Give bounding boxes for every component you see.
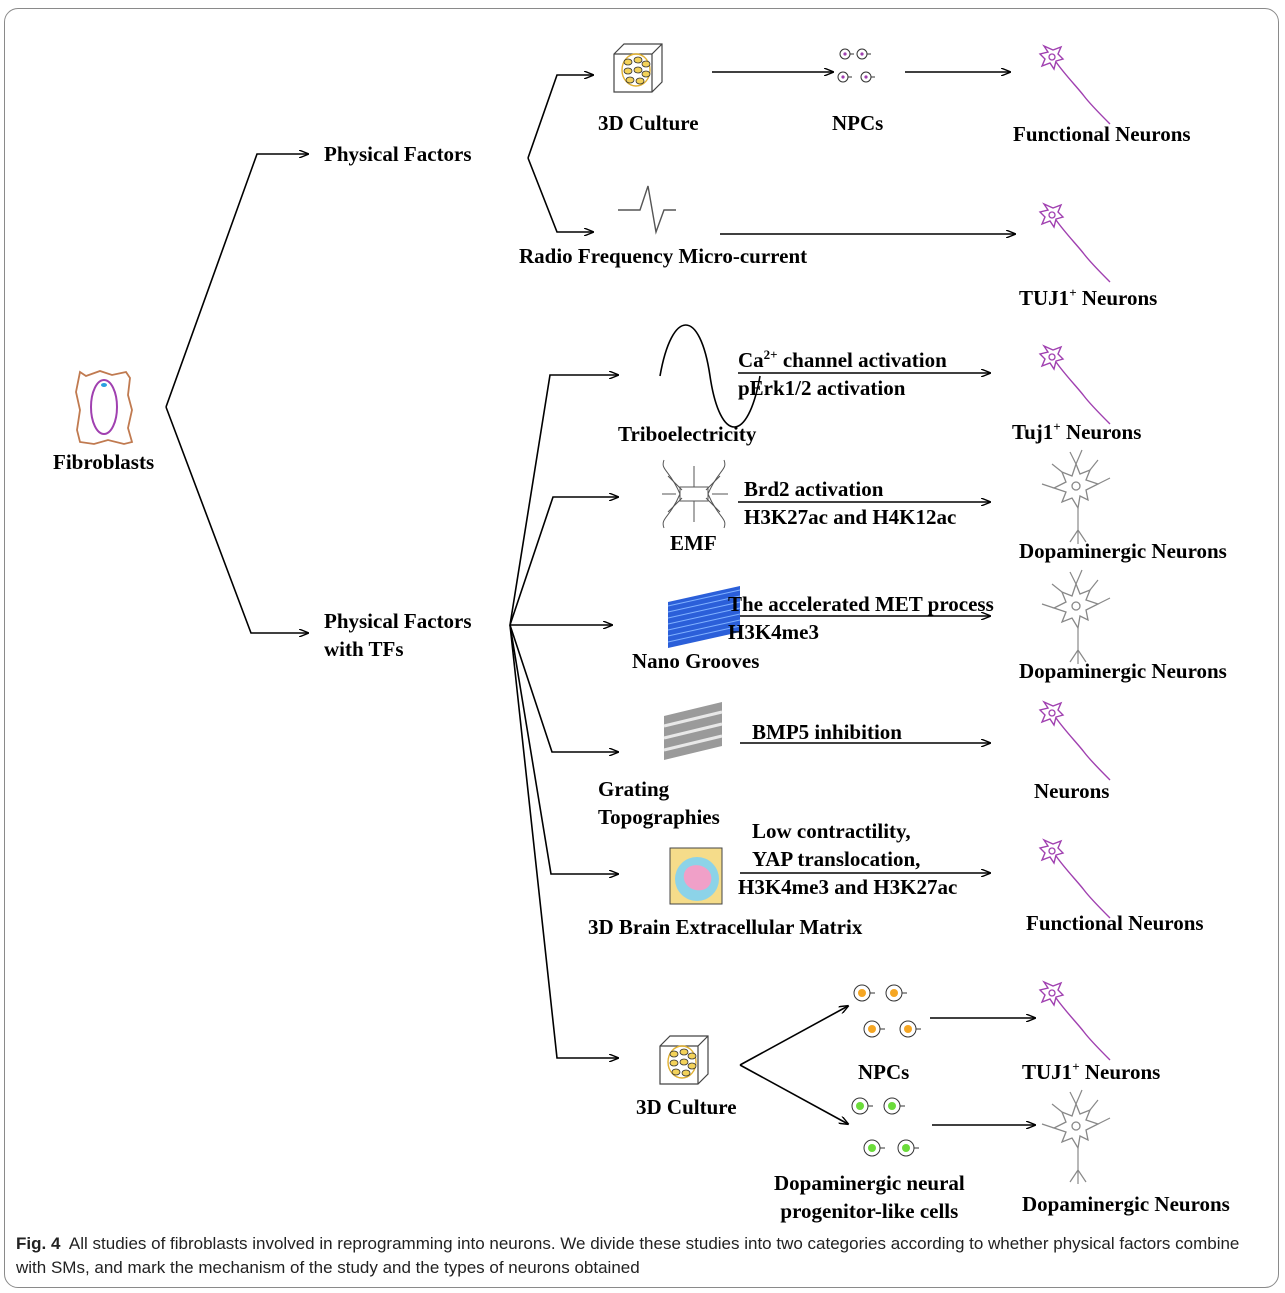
grating-topographies-label: Grating Topographies [598, 777, 720, 829]
mechanism-emf-label: Brd2 activation H3K27ac and H4K12ac [744, 477, 957, 529]
dopaminergic-neuron-nano-icon [1041, 569, 1111, 665]
neuron-grating-icon [1039, 701, 1111, 781]
dopaminergic-neuron-bottom-icon [1041, 1089, 1111, 1185]
tuj1-neuron-icon [1039, 203, 1111, 283]
functional-neuron-icon [1039, 45, 1111, 125]
branch-3d-bottom [509, 624, 618, 1058]
triboelectricity-label: Triboelectricity [618, 422, 757, 446]
mechanism-grating-label: BMP5 inhibition [752, 720, 902, 744]
branch-emf [509, 497, 618, 626]
functional-neurons-ecm-label: Functional Neurons [1026, 911, 1204, 935]
dopaminergic-neurons-nano-label: Dopaminergic Neurons [1019, 659, 1227, 683]
radio-frequency-label: Radio Frequency Micro-current [519, 244, 808, 268]
3d-culture-top-label: 3D Culture [598, 111, 699, 135]
mechanism-ecm-label: Low contractility, YAP translocation, H3… [738, 819, 958, 899]
branch-3d-culture [527, 75, 593, 159]
tuj1-neurons-top-label: TUJ1+ Neurons [1019, 285, 1158, 310]
branch-physical-factors-tfs [165, 406, 308, 633]
emf-coil-icon [662, 459, 728, 529]
nano-grooves-icon [667, 586, 741, 648]
physical-factors-tfs-label: Physical Factors with TFs [324, 609, 472, 661]
triboelectric-wave-icon [659, 324, 761, 428]
tuj1-neurons-bottom-label: TUJ1+ Neurons [1022, 1059, 1161, 1084]
functional-neurons-top-label: Functional Neurons [1013, 122, 1191, 146]
neurons-grating-label: Neurons [1034, 779, 1110, 803]
npcs-top-icon [837, 48, 875, 83]
mechanism-nano-label: The accelerated MET process H3K4me3 [728, 592, 994, 644]
branch-tribo [509, 375, 618, 626]
dopaminergic-progenitor-label: Dopaminergic neural progenitor-like cell… [774, 1171, 965, 1223]
3d-culture-bottom-icon [659, 1035, 709, 1085]
dopaminergic-neuron-emf-icon [1041, 449, 1111, 545]
fibroblast-cell-icon [75, 370, 134, 445]
grating-topography-icon [663, 702, 723, 760]
dopaminergic-progenitor-icon [851, 1097, 919, 1157]
3d-culture-bottom-label: 3D Culture [636, 1095, 737, 1119]
mechanism-tribo-label: Ca2+ channel activation pErk1/2 activati… [738, 347, 947, 400]
tuj1-neurons-tribo-label: Tuj1+ Neurons [1012, 419, 1142, 444]
caption-label: Fig. 4 [16, 1234, 61, 1253]
tuj1-neuron-bottom-icon [1039, 981, 1111, 1061]
arrow-3d-to-dopa-progenitor [739, 1064, 848, 1124]
npcs-bottom-icon [853, 984, 921, 1038]
physical-factors-label: Physical Factors [324, 142, 472, 166]
figure-caption: Fig. 4 All studies of fibroblasts involv… [16, 1232, 1274, 1280]
arrow-3d-to-npcs-bottom [739, 1006, 848, 1066]
dopaminergic-neurons-emf-label: Dopaminergic Neurons [1019, 539, 1227, 563]
brain-ecm-label: 3D Brain Extracellular Matrix [588, 915, 863, 939]
branch-radio-frequency [527, 157, 593, 232]
fibroblasts-label: Fibroblasts [53, 450, 155, 474]
emf-label: EMF [670, 531, 717, 555]
tuj1-neuron-tribo-icon [1039, 345, 1111, 425]
branch-physical-factors [165, 154, 308, 408]
npcs-top-label: NPCs [832, 111, 884, 135]
figure-frame [4, 8, 1279, 1288]
functional-neuron-ecm-icon [1039, 839, 1111, 919]
brain-ecm-icon [669, 847, 723, 905]
branch-grating [509, 624, 618, 752]
caption-text: All studies of fibroblasts involved in r… [16, 1234, 1240, 1277]
dopaminergic-neurons-bottom-label: Dopaminergic Neurons [1022, 1192, 1230, 1216]
microcurrent-waveform-icon [618, 185, 676, 235]
npcs-bottom-label: NPCs [858, 1060, 910, 1084]
nano-grooves-label: Nano Grooves [632, 649, 760, 673]
3d-culture-top-icon [613, 43, 663, 93]
branch-ecm [509, 624, 618, 874]
